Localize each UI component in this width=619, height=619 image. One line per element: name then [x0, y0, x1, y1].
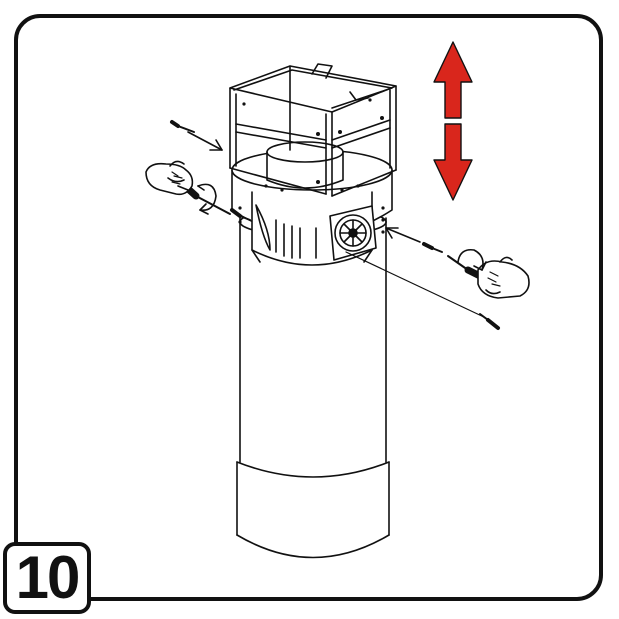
- support-bracket: [229, 63, 397, 197]
- screw-icon: [170, 120, 195, 133]
- panel-frame: [14, 14, 603, 601]
- chimney-base-collar: [236, 461, 390, 559]
- hand-icon: [477, 256, 530, 299]
- step-number-badge: 10: [3, 542, 91, 614]
- guide-arrow: [385, 227, 421, 243]
- rotation-arrow-icon: [197, 183, 217, 215]
- rotation-arrow-icon: [457, 248, 487, 271]
- screw-icon: [230, 208, 251, 221]
- step-number: 10: [15, 544, 81, 611]
- blower-wheel: [255, 204, 317, 259]
- leader-line: [345, 251, 487, 319]
- hand-icon: [145, 160, 194, 196]
- up-down-arrow-icon: [433, 41, 473, 201]
- guide-arrow: [187, 131, 223, 151]
- screw-icon: [422, 242, 443, 253]
- fan-icon: [329, 205, 377, 261]
